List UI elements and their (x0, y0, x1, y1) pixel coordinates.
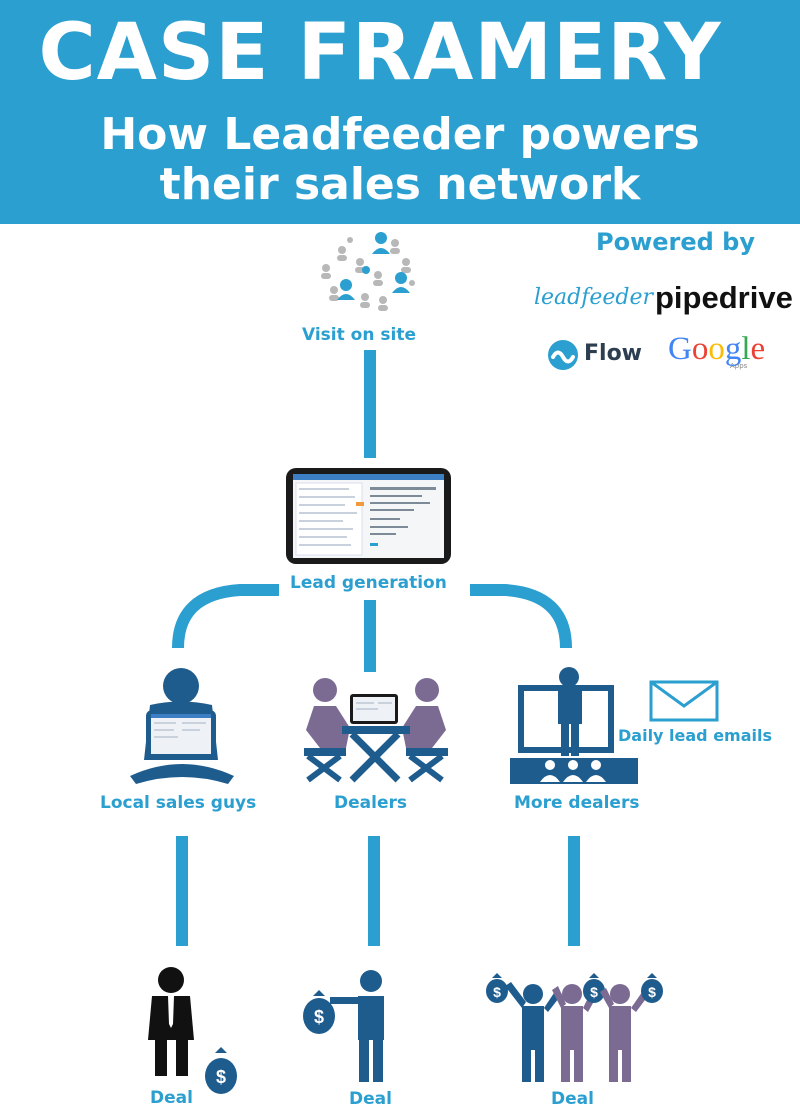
svg-text:$: $ (216, 1067, 226, 1087)
google-letter: l (741, 331, 751, 367)
page-subtitle: How Leadfeeder powers their sales networ… (20, 110, 780, 210)
person-handing-money-icon: $ (303, 970, 384, 1082)
powered-by-label: Powered by (596, 228, 755, 256)
more-dealers-label: More dealers (514, 793, 640, 813)
google-letter: G (668, 331, 692, 367)
tablet-screen-icon (286, 468, 451, 564)
svg-text:$: $ (314, 1007, 324, 1027)
google-letter: o (708, 331, 725, 367)
google-apps-sub: Apps (730, 362, 748, 370)
header-banner: CASE FRAMERY How Leadfeeder powers their… (0, 0, 800, 224)
dealers-label: Dealers (334, 793, 407, 813)
flow-logo-icon (548, 340, 578, 370)
envelope-icon (649, 680, 719, 722)
subtitle-line-2: their sales network (159, 159, 641, 210)
deal-label-2: Deal (349, 1089, 392, 1109)
subtitle-line-1: How Leadfeeder powers (100, 109, 700, 160)
leadfeeder-logo: leadfeeder (534, 285, 654, 310)
connector-lead-to-more (470, 584, 572, 649)
deal-label-1: Deal (150, 1088, 193, 1108)
page-title: CASE FRAMERY (38, 8, 722, 98)
google-letter: o (691, 331, 709, 367)
presentation-icon (510, 667, 638, 784)
svg-text:$: $ (493, 984, 501, 1000)
businessman-money-icon: $ (148, 967, 237, 1094)
daily-lead-emails-label: Daily lead emails (618, 726, 773, 745)
visit-on-site-label: Visit on site (302, 325, 416, 345)
google-letter: e (750, 331, 766, 367)
svg-text:$: $ (590, 984, 598, 1000)
local-sales-label: Local sales guys (100, 793, 257, 813)
sales-person-laptop-icon (130, 668, 234, 784)
connector-lines (172, 350, 580, 946)
deal-label-3: Deal (551, 1089, 594, 1109)
google-letter: g (724, 331, 742, 367)
celebrating-team-icon: $ $ $ (486, 973, 663, 1082)
svg-text:$: $ (648, 984, 656, 1000)
google-apps-logo: Google (668, 331, 765, 368)
lead-generation-label: Lead generation (290, 573, 447, 593)
flow-logo: Flow (584, 341, 643, 366)
pipedrive-logo: pipedrive (655, 280, 793, 315)
visitors-crowd-icon (321, 232, 415, 311)
dealers-meeting-icon (304, 678, 448, 783)
connector-lead-to-local (172, 584, 279, 649)
